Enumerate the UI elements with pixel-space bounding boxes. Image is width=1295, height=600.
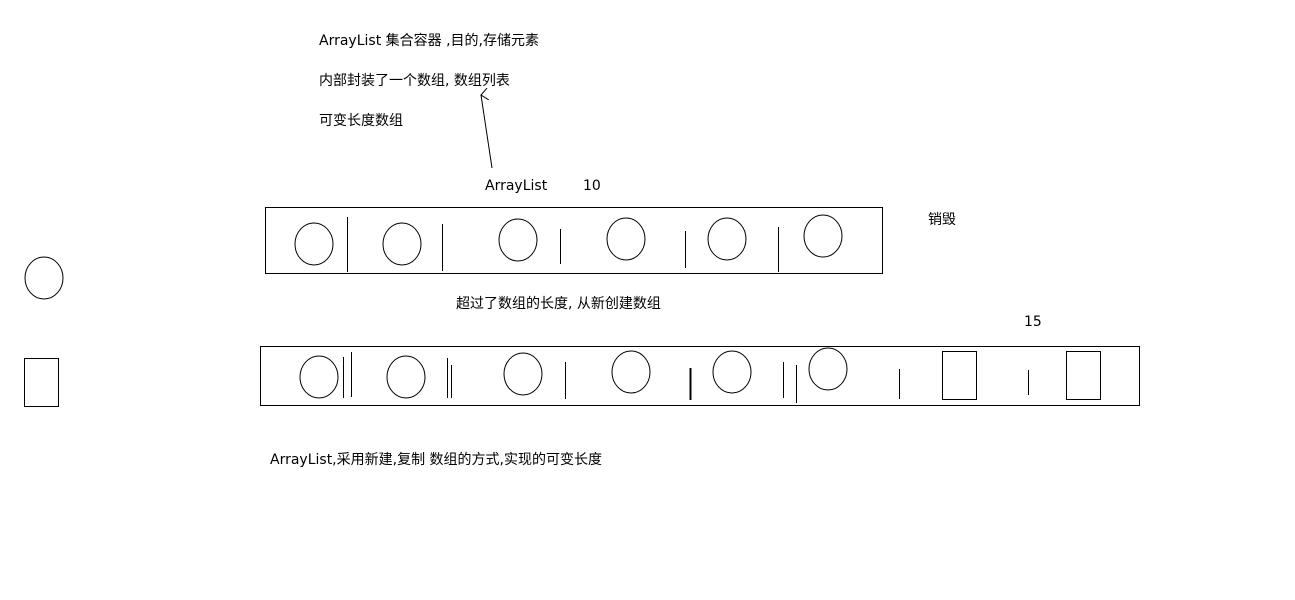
original-capacity-label: 10 — [583, 178, 601, 194]
original-array — [265, 207, 883, 274]
new-array-box — [260, 346, 1140, 406]
original-array-box — [265, 207, 883, 274]
new-element — [611, 350, 651, 394]
new-empty-slot — [942, 351, 977, 400]
new-capacity-label: 15 — [1024, 314, 1042, 330]
destroy-label: 销毁 — [928, 212, 956, 228]
legend-empty-slot — [24, 358, 59, 407]
note-variable-length: 可变长度数组 — [319, 113, 403, 129]
original-element — [606, 217, 646, 261]
new-element — [712, 350, 752, 394]
pointer-arrow — [481, 95, 493, 169]
summary-note: ArrayList,采用新建,复制 数组的方式,实现的可变长度 — [270, 452, 602, 468]
new-empty-slot — [1066, 351, 1101, 400]
new-element — [386, 355, 426, 399]
original-element — [498, 218, 538, 262]
new-array — [260, 346, 1140, 406]
note-arraylist-container: ArrayList 集合容器 ,目的,存储元素 — [319, 33, 539, 49]
original-element — [294, 222, 334, 266]
new-element — [503, 352, 543, 396]
arraylist-label: ArrayList — [485, 178, 548, 194]
legend-element-circle — [24, 256, 64, 300]
note-internal-array: 内部封装了一个数组, 数组列表 — [319, 73, 510, 89]
overflow-note: 超过了数组的长度, 从新创建数组 — [456, 296, 661, 312]
original-element — [803, 214, 843, 258]
new-element — [808, 347, 848, 391]
original-element — [382, 222, 422, 266]
new-element — [299, 355, 339, 399]
original-element — [707, 217, 747, 261]
